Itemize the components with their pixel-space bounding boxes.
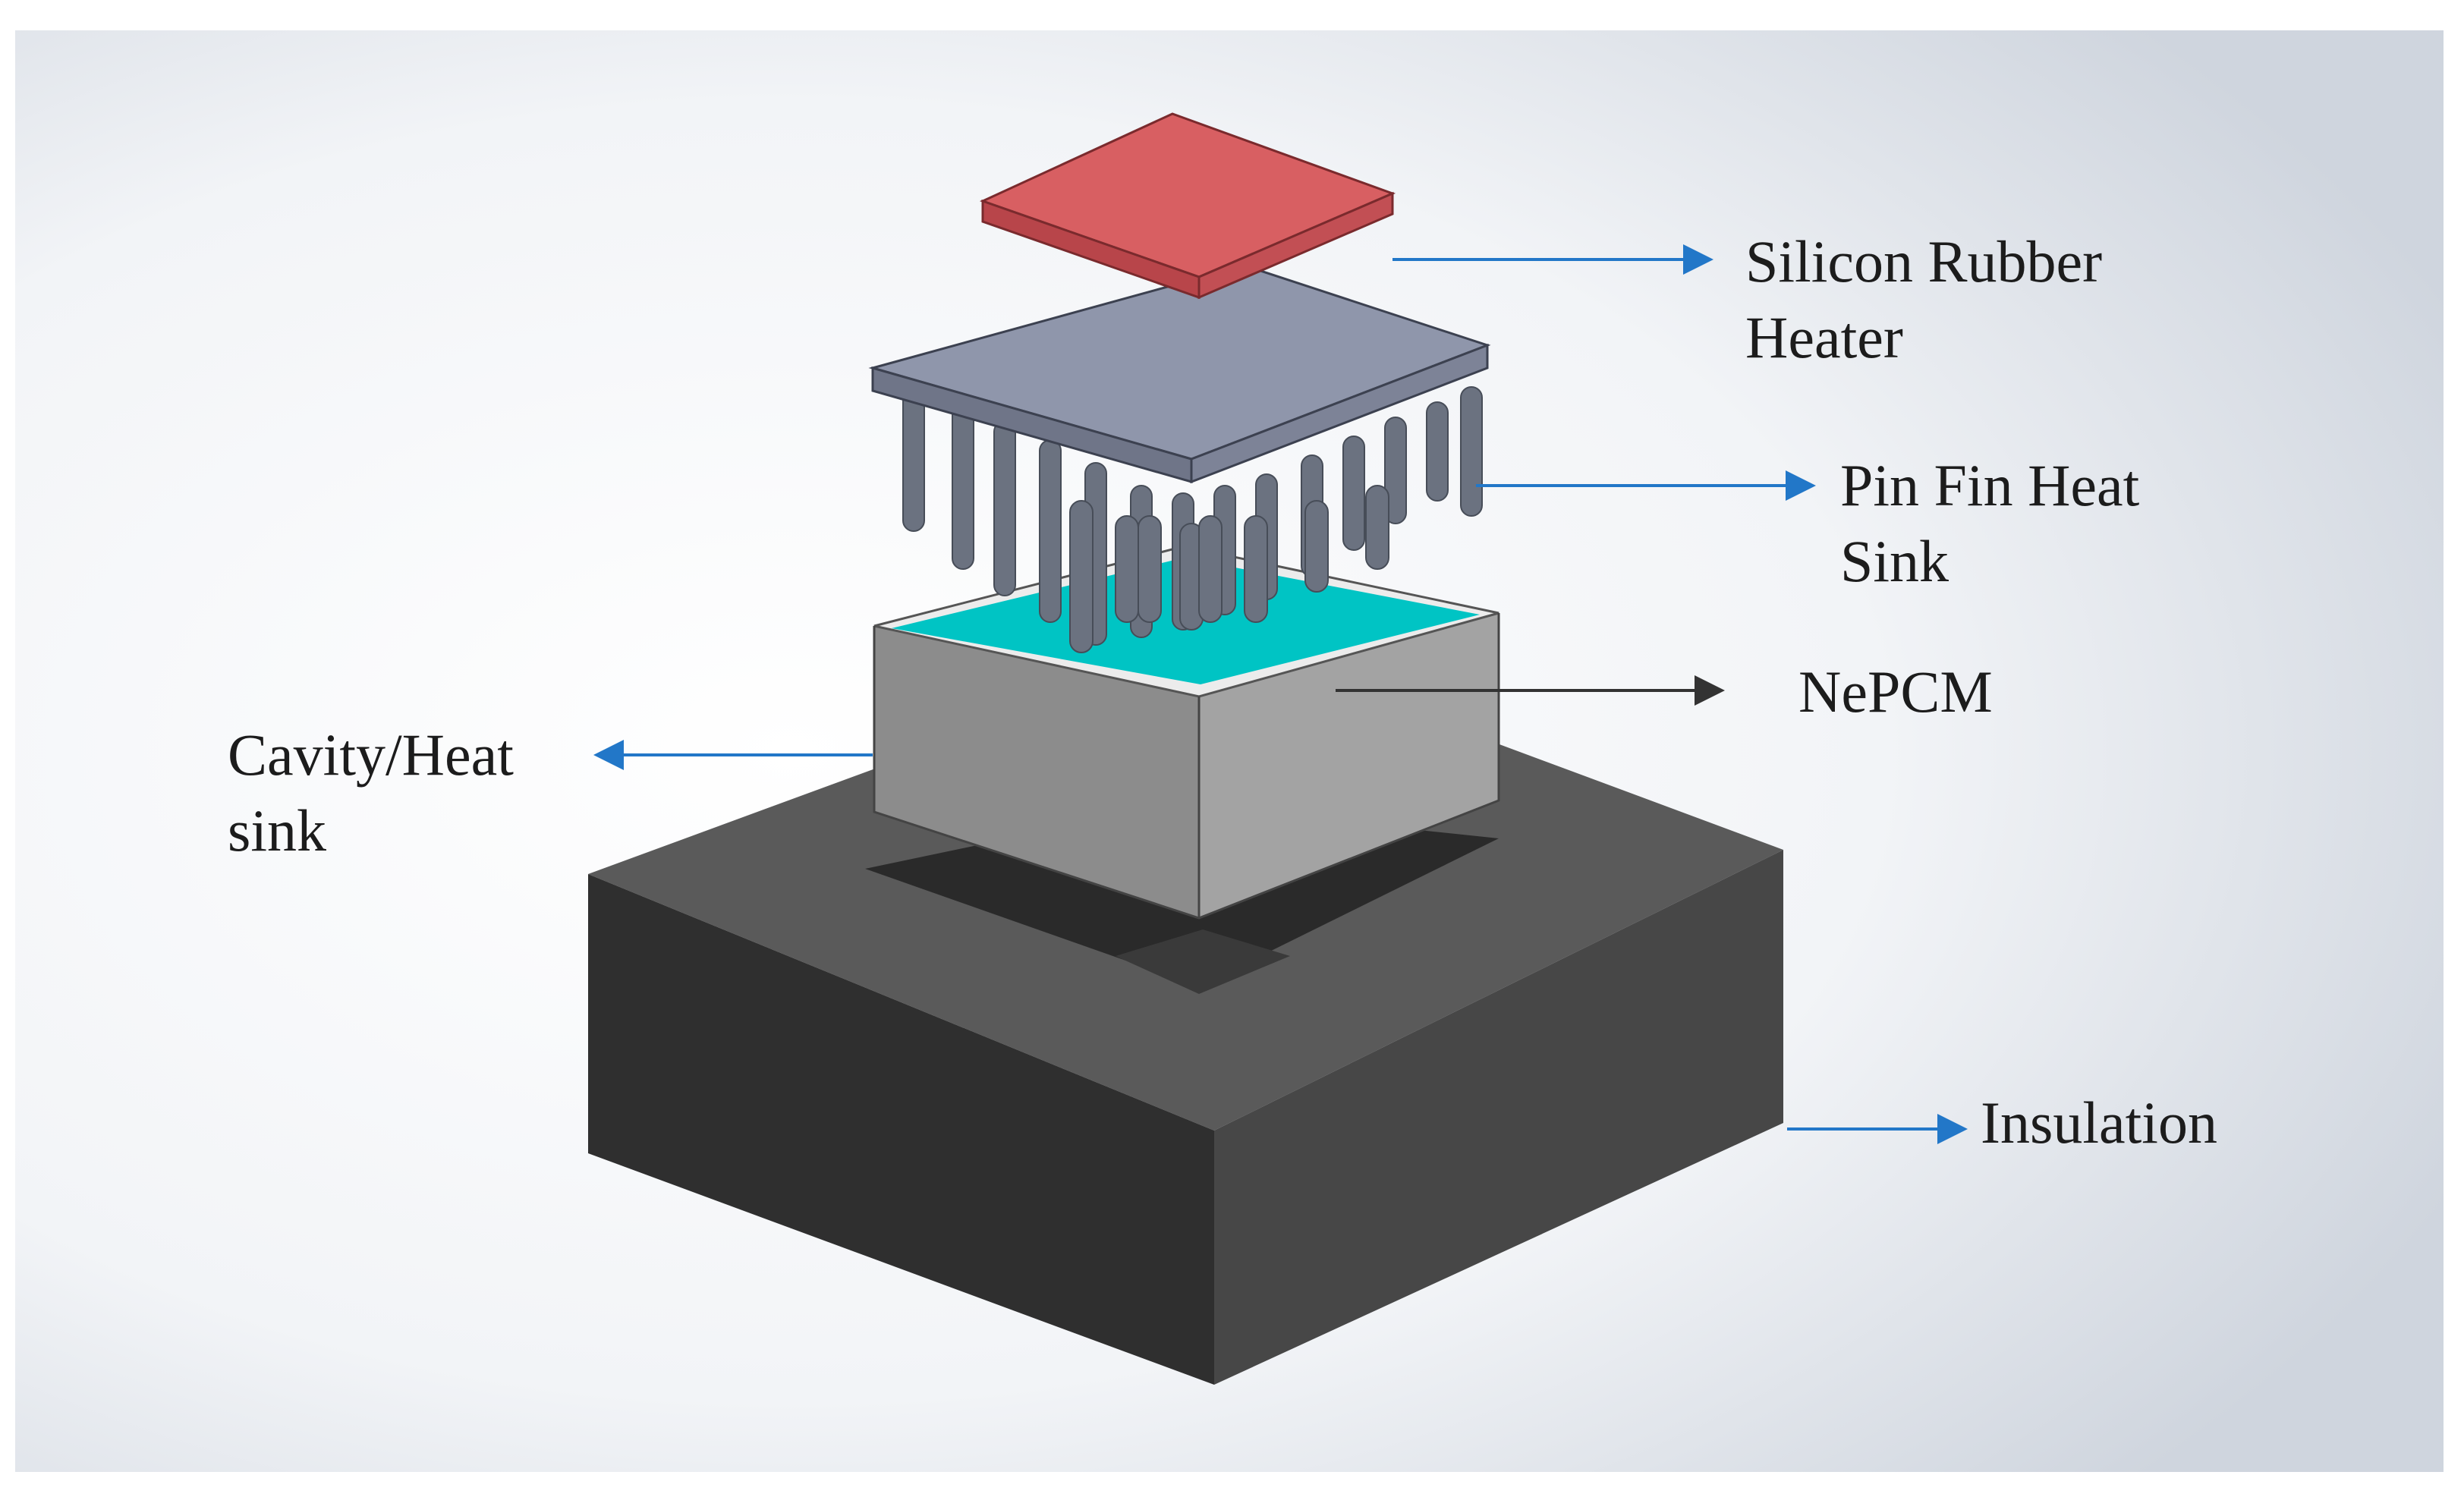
label-line: Insulation <box>1981 1090 2217 1156</box>
pin <box>1342 436 1365 551</box>
pin <box>1069 500 1094 653</box>
insulation-recess-step <box>1116 929 1290 994</box>
pin <box>1426 401 1449 502</box>
pin-fin-heat-sink-label: Pin Fin Heat Sink <box>1840 448 2139 599</box>
pin <box>1304 500 1329 593</box>
label-line: Silicon Rubber <box>1745 228 2103 294</box>
label-line: NePCM <box>1798 659 1993 725</box>
silicon-rubber-heater <box>980 112 1396 300</box>
pin <box>1115 515 1139 623</box>
cavity-heat-sink-label: Cavity/Heat sink <box>228 717 514 869</box>
label-line: Cavity/Heat <box>228 722 514 788</box>
pin-fin-heat-sink <box>868 264 1491 653</box>
label-line: Pin Fin Heat <box>1840 452 2140 518</box>
insulation-left-face <box>588 874 1214 1385</box>
pin <box>1198 515 1223 623</box>
pin <box>993 420 1016 596</box>
label-line: Sink <box>1840 528 1949 594</box>
pin <box>1244 515 1268 623</box>
pin <box>952 394 974 570</box>
insulation-right-face <box>1214 850 1783 1385</box>
silicon-rubber-heater-label: Silicon Rubber Heater <box>1745 224 2102 376</box>
pin <box>1039 439 1062 623</box>
cavity-left-face <box>874 626 1199 918</box>
fin-base-plate-right-edge <box>1190 343 1489 484</box>
pin-fins <box>902 379 1483 653</box>
pin <box>1384 417 1407 524</box>
label-line: Heater <box>1745 304 1903 370</box>
label-line: sink <box>228 797 327 863</box>
pin <box>1138 515 1162 623</box>
heater-right-face <box>1197 191 1394 300</box>
insulation-label: Insulation <box>1981 1085 2217 1161</box>
pin <box>1460 386 1483 517</box>
nepcm-label: NePCM <box>1798 654 1993 730</box>
pin <box>1365 485 1389 570</box>
